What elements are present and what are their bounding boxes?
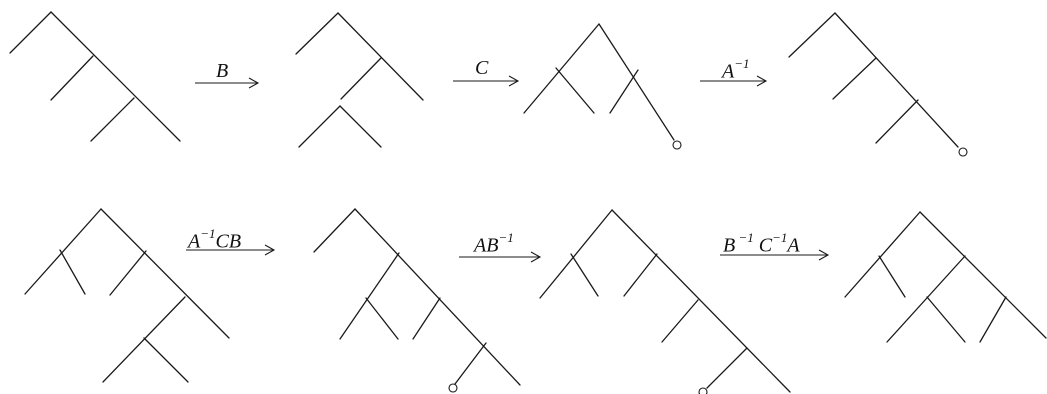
arrow-Ainv (700, 75, 768, 87)
label-ABinv: AB−1 (474, 230, 514, 257)
leaf-marker (958, 147, 968, 157)
arrow-C (453, 75, 520, 87)
row2-tree2 (313, 208, 521, 393)
row2-tree3 (539, 209, 791, 394)
leaf-marker (448, 383, 458, 393)
row2-tree4 (844, 211, 1047, 343)
label-AinvCB: A−1CB (188, 226, 242, 253)
row1-tree1 (9, 11, 181, 142)
leaf-marker (698, 387, 708, 394)
arrow-BinvCinvA (720, 249, 830, 261)
label-B: B (216, 60, 229, 82)
leaf-marker (672, 140, 682, 150)
arrow-ABinv (459, 251, 542, 263)
row2-tree1 (24, 208, 230, 383)
label-C: C (475, 57, 489, 79)
row1-tree3 (523, 23, 682, 150)
label-BinvCinvA: B −1 C−1A (723, 230, 800, 257)
arrow-B (195, 77, 260, 89)
row1-tree2 (295, 12, 424, 148)
label-Ainv: A−1 (722, 56, 750, 83)
row1-tree4 (788, 12, 968, 157)
arrow-AinvCB (186, 244, 276, 256)
